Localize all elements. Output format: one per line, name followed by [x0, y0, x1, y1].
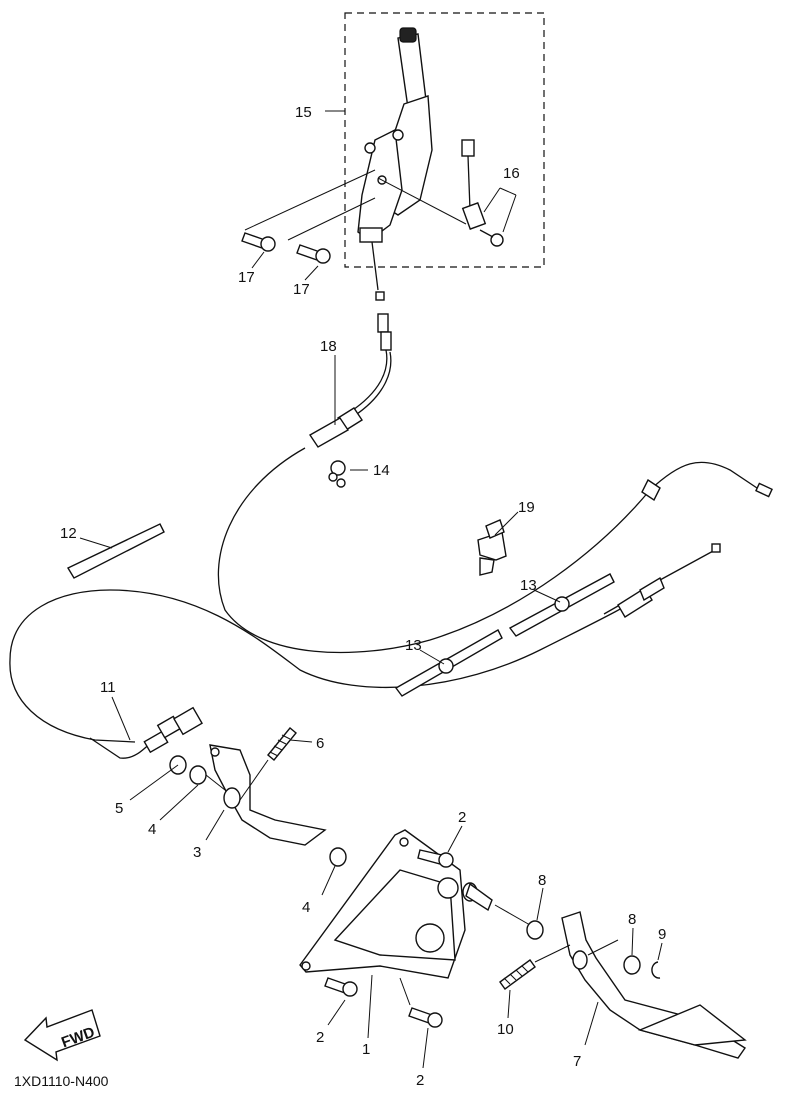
- label-4a: 4: [148, 821, 156, 838]
- spring-6: [239, 727, 297, 801]
- label-13b: 13: [405, 637, 422, 654]
- label-11: 11: [100, 679, 116, 696]
- lever-assembly-box: [325, 12, 545, 268]
- bolt-17a: [241, 169, 376, 252]
- diagram-code: 1XD1110-N400: [14, 1073, 109, 1089]
- washer-8b: [623, 955, 641, 975]
- label-4b: 4: [302, 899, 310, 916]
- clip-14: [328, 460, 346, 488]
- band-13a: [508, 573, 615, 637]
- label-7: 7: [573, 1053, 581, 1070]
- spring-10: [499, 944, 571, 990]
- circlip-9: [651, 961, 661, 979]
- label-10: 10: [497, 1021, 514, 1038]
- label-14: 14: [373, 462, 390, 479]
- label-1: 1: [362, 1041, 370, 1058]
- label-17b: 17: [293, 281, 310, 298]
- washer-4a: [189, 765, 226, 791]
- label-18: 18: [320, 338, 337, 355]
- label-6: 6: [316, 735, 324, 752]
- label-2c: 2: [416, 1072, 424, 1089]
- label-3: 3: [193, 844, 201, 861]
- label-9: 9: [658, 926, 666, 943]
- switch-assembly: [461, 139, 517, 247]
- label-13a: 13: [520, 577, 537, 594]
- bolt-2b: [324, 977, 358, 997]
- arm-3: [209, 744, 327, 846]
- label-8b: 8: [628, 911, 636, 928]
- label-2b: 2: [316, 1029, 324, 1046]
- label-2a: 2: [458, 809, 466, 826]
- brake-cable-lower: [9, 543, 721, 743]
- holder-19: [477, 519, 507, 576]
- band-12: [67, 523, 165, 579]
- washer-4b: [329, 847, 347, 867]
- parking-brake-cable: [217, 291, 773, 654]
- label-15: 15: [295, 104, 312, 121]
- cable-11: [89, 706, 203, 759]
- label-8a: 8: [538, 872, 546, 889]
- bolt-2c: [399, 977, 443, 1028]
- pivot-bolt: [462, 882, 531, 926]
- bolt-17b: [287, 197, 376, 264]
- fwd-arrow: FWD: [23, 1009, 101, 1062]
- label-19: 19: [518, 499, 535, 516]
- leader-lines: [79, 251, 663, 1069]
- bracket-1: [299, 829, 466, 979]
- bolt-2a: [417, 849, 454, 868]
- label-5: 5: [115, 800, 123, 817]
- label-17a: 17: [238, 269, 255, 286]
- label-12: 12: [60, 525, 77, 542]
- hand-lever[interactable]: [357, 27, 433, 291]
- washer-8a: [526, 920, 544, 940]
- band-13b: [394, 629, 503, 697]
- brake-pedal-7: [561, 911, 747, 1059]
- label-16: 16: [503, 165, 520, 182]
